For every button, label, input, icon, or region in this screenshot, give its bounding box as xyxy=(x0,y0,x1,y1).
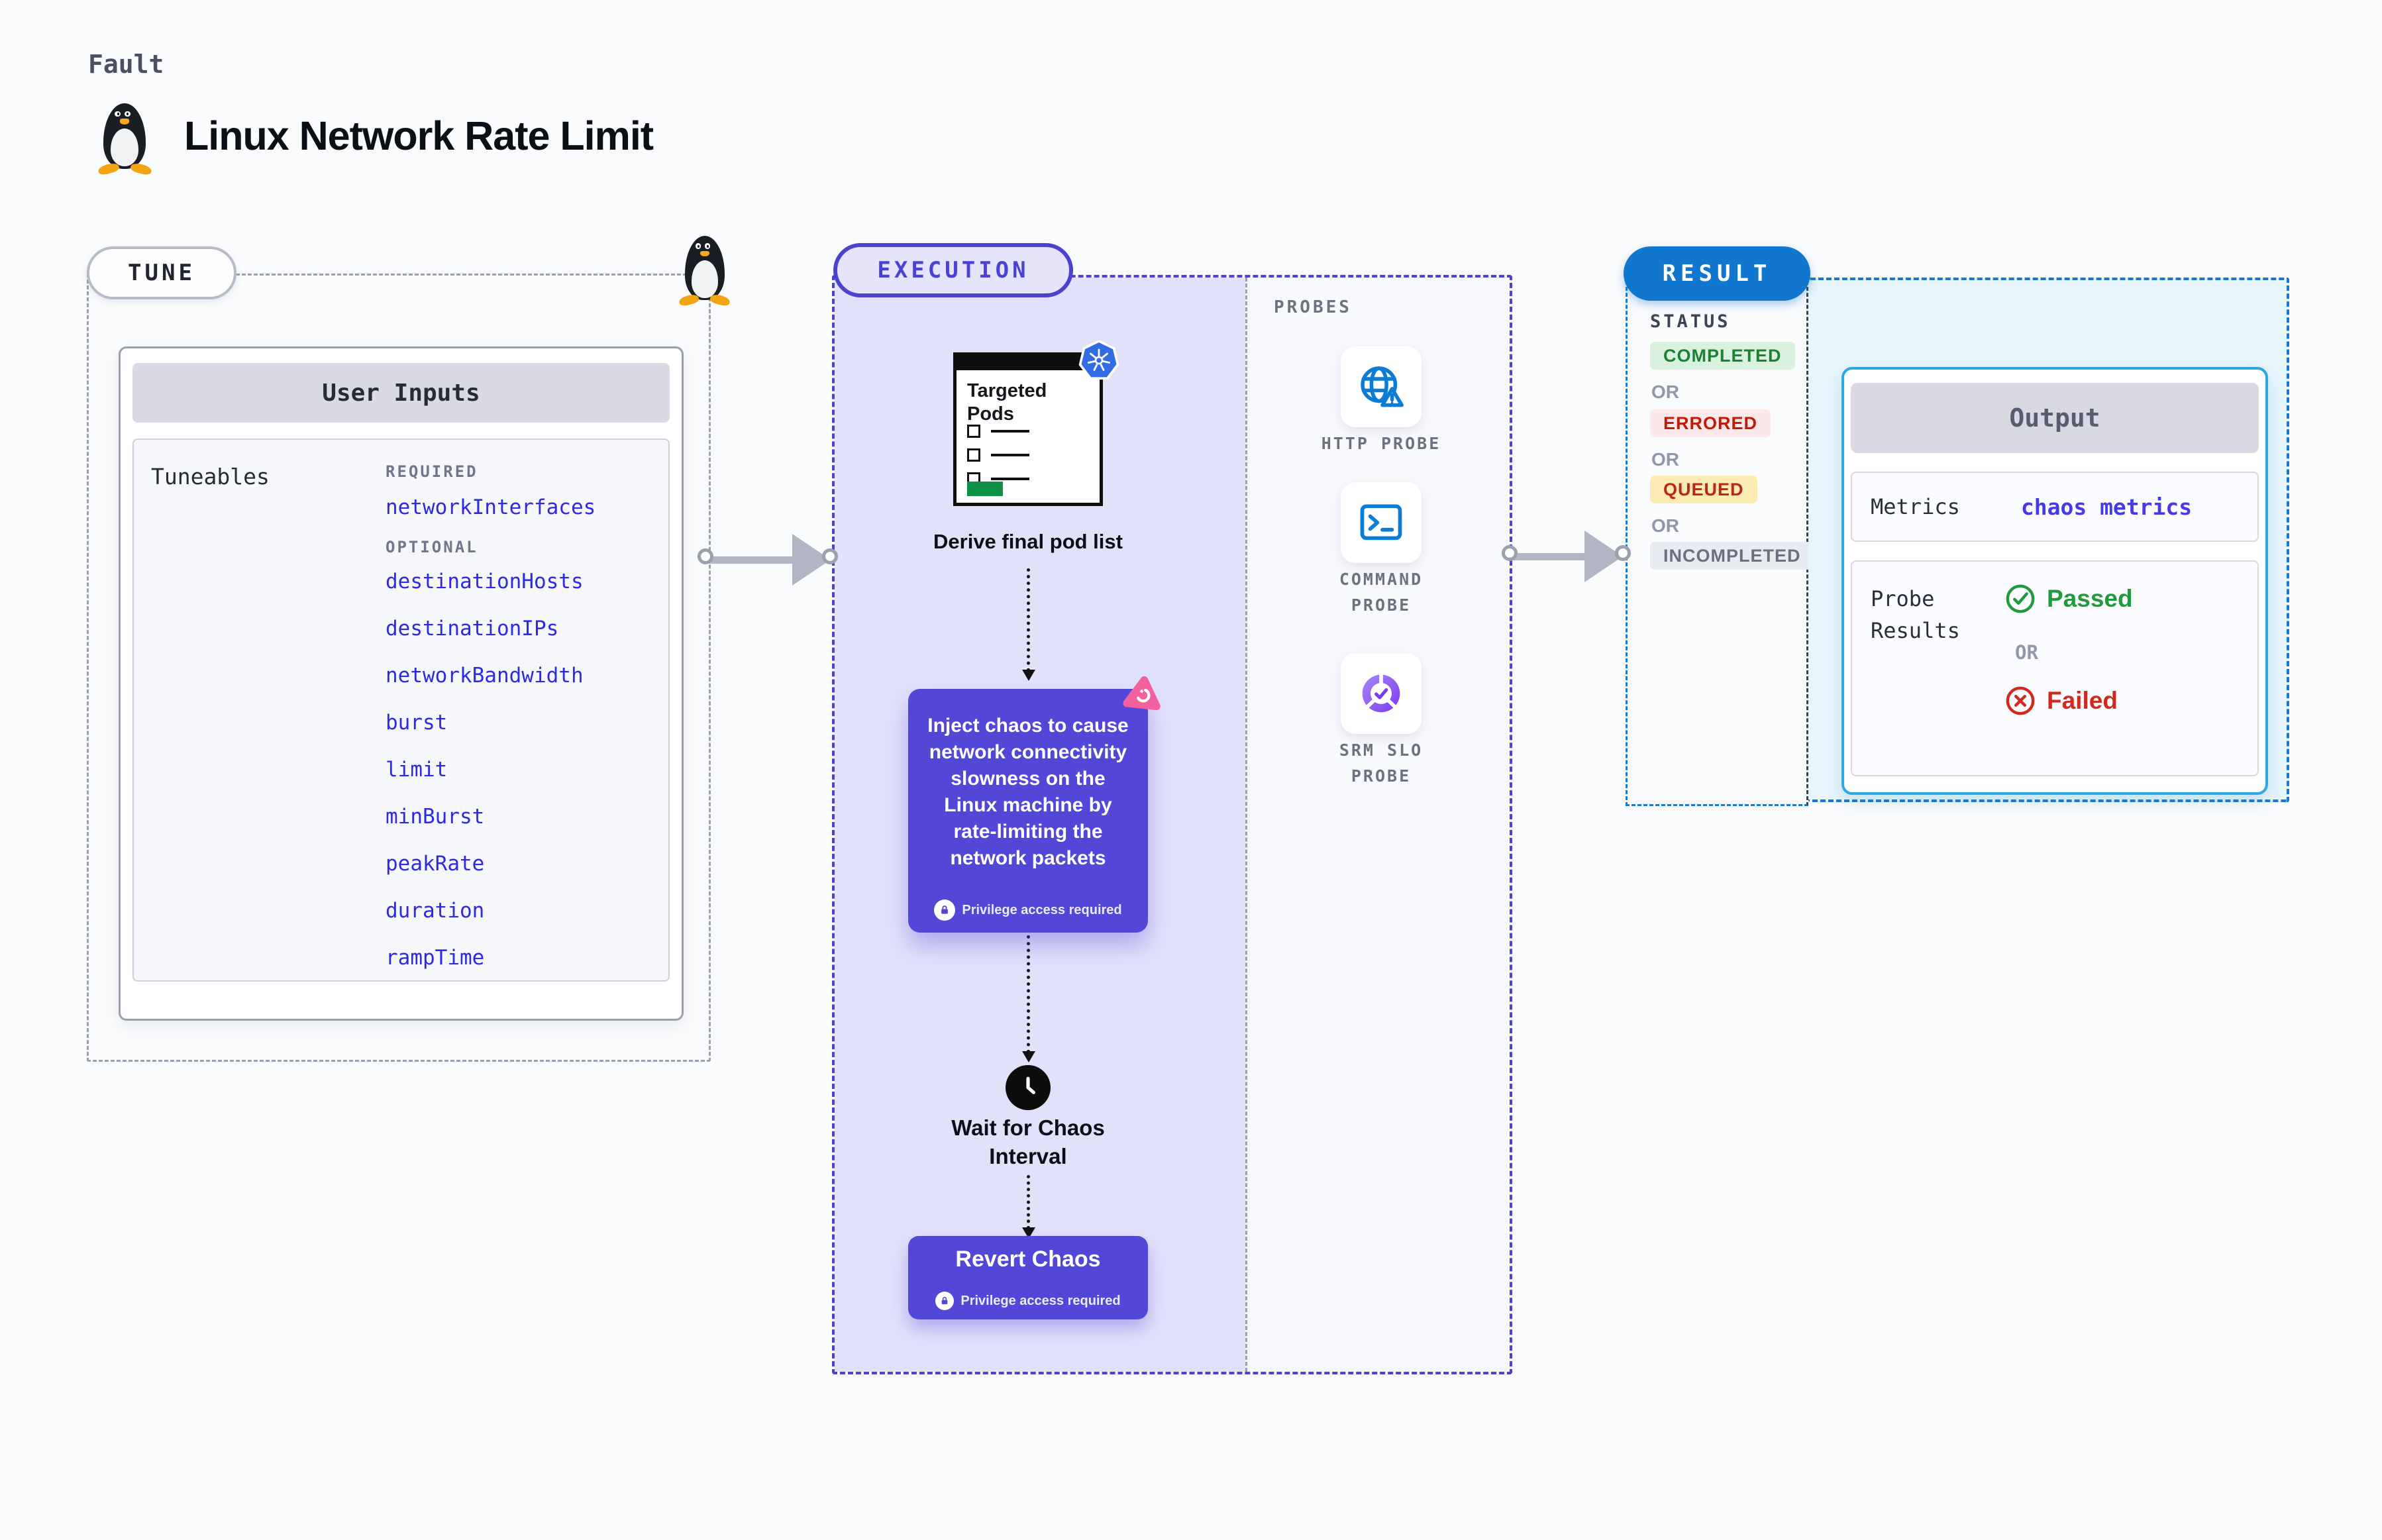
metrics-row: Metrics chaos metrics xyxy=(1851,472,2259,542)
pod-list-item xyxy=(967,425,1029,438)
output-card-header: Output xyxy=(1851,383,2259,453)
tuneable-link-destinationHosts[interactable]: destinationHosts xyxy=(386,570,584,593)
connector-node-exec-in xyxy=(822,548,838,564)
status-badge-incompleted: INCOMPLETED xyxy=(1650,542,1814,570)
tuneable-link-networkBandwidth[interactable]: networkBandwidth xyxy=(386,664,584,688)
lock-icon xyxy=(935,1292,955,1310)
penguin-belly xyxy=(110,128,139,167)
probes-section-box: PROBES HTTP PROBE COMMA xyxy=(1245,278,1510,1372)
status-badge-errored: ERRORED xyxy=(1650,409,1771,437)
tuneable-link-networkInterfaces[interactable]: networkInterfaces xyxy=(386,495,596,519)
tuneable-link-peakRate[interactable]: peakRate xyxy=(386,852,485,876)
or-label: OR xyxy=(1651,515,1679,536)
probe-failed-row: Failed xyxy=(2004,685,2118,717)
revert-chaos-step: Revert Chaos Privilege access required xyxy=(908,1236,1148,1319)
step-connector-arrow-2 xyxy=(1022,935,1035,1062)
check-circle-icon xyxy=(2006,584,2035,613)
execution-pill: EXECUTION xyxy=(833,243,1073,297)
status-label: STATUS xyxy=(1650,311,1731,332)
tuneables-panel: Tuneables REQUIRED networkInterfaces OPT… xyxy=(132,438,670,982)
x-circle-icon xyxy=(2006,686,2035,715)
flow-arrow-line-2 xyxy=(1514,553,1586,560)
slo-donut-icon xyxy=(1362,672,1400,713)
flow-arrow-line-1 xyxy=(709,556,796,564)
wait-for-chaos-label: Wait for Chaos Interval xyxy=(951,1115,1105,1168)
probe-results-label: Probe Results xyxy=(1871,586,1960,643)
privilege-required-label: Privilege access required xyxy=(962,902,1122,917)
status-badge-completed: COMPLETED xyxy=(1650,342,1795,370)
or-label: OR xyxy=(2015,641,2038,664)
result-pill: RESULT xyxy=(1624,246,1810,301)
pod-list-item xyxy=(967,448,1029,462)
result-output-region: Output Metrics chaos metrics Probe Resul… xyxy=(1808,278,2289,802)
user-inputs-card: User Inputs Tuneables REQUIRED networkIn… xyxy=(119,346,684,1021)
required-section-label: REQUIRED xyxy=(386,462,478,481)
status-badge-queued: QUEUED xyxy=(1650,476,1757,503)
fault-eyebrow-label: Fault xyxy=(88,50,164,79)
inject-chaos-step: Inject chaos to cause network connectivi… xyxy=(908,676,1161,933)
optional-section-label: OPTIONAL xyxy=(386,538,478,556)
probes-label: PROBES xyxy=(1274,297,1352,317)
user-inputs-header: User Inputs xyxy=(132,363,670,423)
http-probe-label: HTTP PROBE xyxy=(1321,434,1441,453)
linux-penguin-icon xyxy=(95,103,154,176)
derive-pod-list-label: Derive final pod list xyxy=(933,530,1123,553)
tuneable-link-rampTime[interactable]: rampTime xyxy=(386,946,485,970)
tuneable-link-minBurst[interactable]: minBurst xyxy=(386,805,485,829)
or-label: OR xyxy=(1651,382,1679,402)
globe-alert-icon xyxy=(1361,366,1404,407)
connector-node-result-in xyxy=(1615,545,1631,561)
litmus-chaos-icon xyxy=(1119,672,1166,719)
tuneable-link-limit[interactable]: limit xyxy=(386,758,448,782)
tune-section-box xyxy=(87,274,711,1062)
targeted-pods-card: Targeted Pods xyxy=(953,340,1119,506)
command-probe-card xyxy=(1341,482,1422,563)
lock-icon xyxy=(934,899,956,921)
connector-node-tune-out xyxy=(698,548,713,564)
step-connector-arrow-3 xyxy=(1022,1175,1035,1239)
result-status-box: STATUS COMPLETED OR ERRORED OR QUEUED OR… xyxy=(1626,275,1814,806)
probe-results-row: Probe Results Passed OR Failed xyxy=(1851,560,2259,776)
probe-passed-row: Passed xyxy=(2004,583,2133,615)
inject-chaos-description: Inject chaos to cause network connectivi… xyxy=(927,715,1129,869)
tuneable-link-burst[interactable]: burst xyxy=(386,711,448,735)
failed-label: Failed xyxy=(2047,687,2118,714)
chaos-metrics-link[interactable]: chaos metrics xyxy=(2020,493,2193,520)
kubernetes-icon xyxy=(1078,340,1119,380)
tuneables-label: Tuneables xyxy=(151,464,270,489)
tuneable-link-destinationIPs[interactable]: destinationIPs xyxy=(386,617,559,641)
terminal-icon xyxy=(1360,504,1402,540)
output-card: Output Metrics chaos metrics Probe Resul… xyxy=(1841,367,2268,795)
privilege-required-row: Privilege access required xyxy=(908,899,1148,921)
srm-slo-probe-label: SRM SLO PROBE xyxy=(1339,741,1424,786)
targeted-pods-title: Targeted Pods xyxy=(967,380,1047,425)
srm-slo-probe-card xyxy=(1341,653,1422,734)
revert-chaos-label: Revert Chaos xyxy=(955,1247,1101,1272)
http-probe-card xyxy=(1341,346,1422,427)
privilege-required-row: Privilege access required xyxy=(908,1292,1148,1310)
privilege-required-label: Privilege access required xyxy=(960,1293,1121,1308)
metrics-label: Metrics xyxy=(1871,494,1960,519)
or-label: OR xyxy=(1651,449,1679,470)
pod-selection-bar xyxy=(967,482,1003,496)
connector-node-exec-out xyxy=(1502,545,1518,561)
pods-card-titlebar xyxy=(957,356,1100,370)
tune-pill: TUNE xyxy=(87,246,236,299)
page-title: Linux Network Rate Limit xyxy=(184,113,654,158)
clock-icon xyxy=(1006,1065,1051,1110)
step-connector-arrow-1 xyxy=(1022,568,1035,681)
passed-label: Passed xyxy=(2047,585,2133,612)
command-probe-label: COMMAND PROBE xyxy=(1339,570,1424,615)
tux-corner-icon xyxy=(677,236,733,307)
tuneable-link-duration[interactable]: duration xyxy=(386,899,485,923)
